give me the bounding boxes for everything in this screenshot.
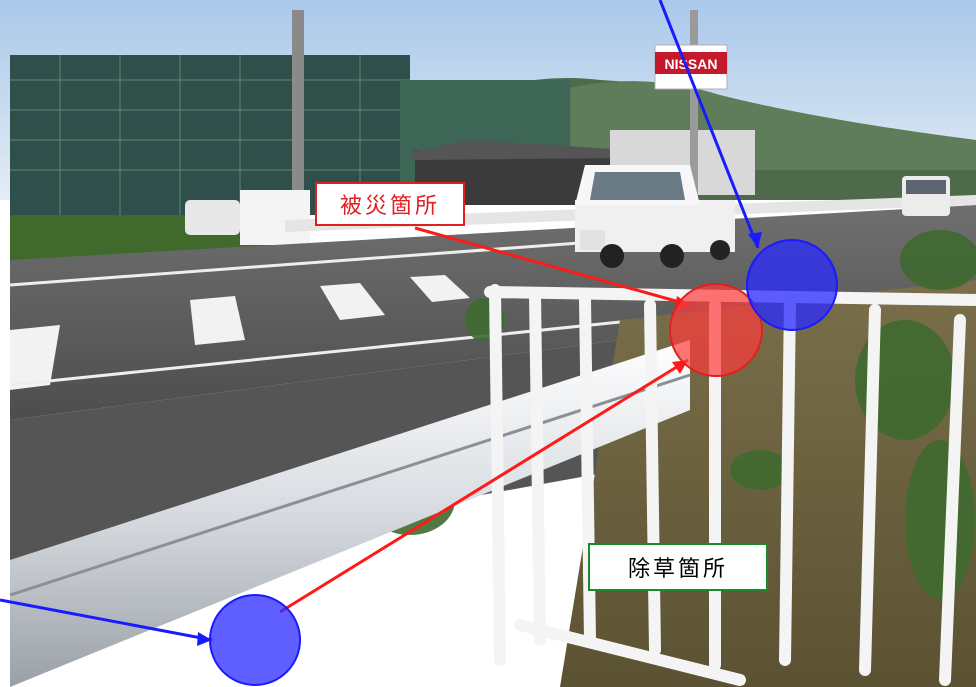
white-truck	[575, 165, 735, 268]
crosswalk	[10, 275, 470, 390]
sign-pole	[690, 10, 698, 200]
nissan-sign-text: NISSAN	[665, 56, 718, 72]
marker-red-damage	[669, 283, 763, 377]
arrow-blue-bottom	[0, 598, 213, 642]
arrow-blue-top	[658, 0, 760, 249]
damage-site-label: 被災箇所	[315, 182, 465, 226]
parked-van	[185, 200, 240, 235]
utility-pole	[292, 10, 304, 240]
arrow-weed-red	[279, 358, 689, 614]
arrow-damage-label	[414, 226, 691, 307]
nissan-sign: NISSAN	[654, 44, 728, 90]
road-edge-line	[9, 320, 621, 387]
annotation-arrows	[0, 0, 762, 646]
marker-blue-bottom	[209, 594, 301, 686]
near-guardrail	[10, 340, 690, 687]
weeding-site-label: 除草箇所	[588, 543, 768, 591]
road-line	[9, 238, 621, 287]
marker-blue-top	[746, 239, 838, 331]
